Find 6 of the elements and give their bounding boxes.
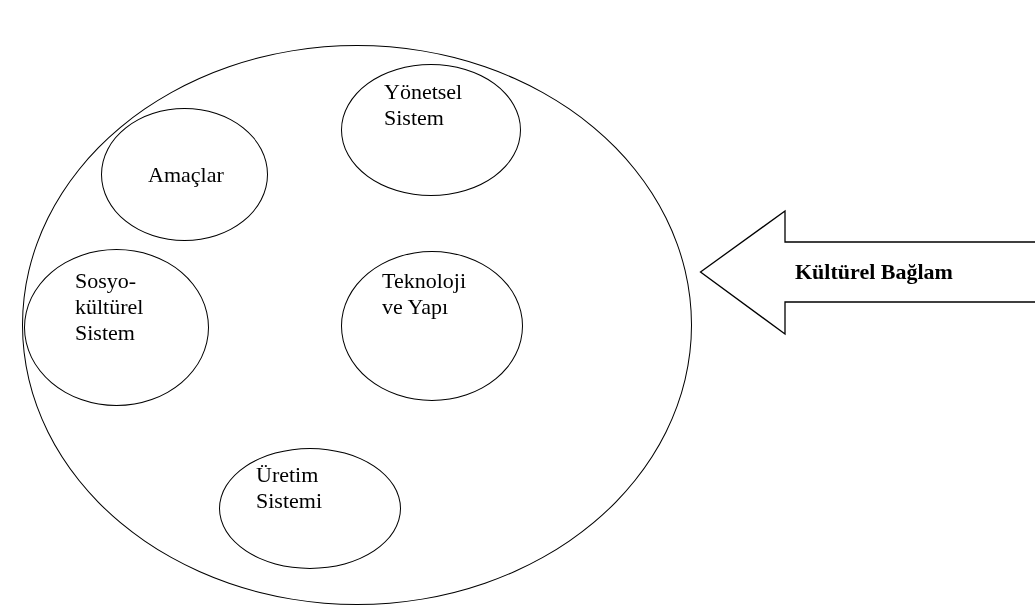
- ellipse-label: Üretim Sistemi: [256, 462, 323, 514]
- ellipse-label: Yönetsel Sistem: [384, 79, 464, 131]
- ellipse-label: Teknoloji ve Yapı: [382, 268, 467, 320]
- arrow-label: Kültürel Bağlam: [795, 259, 953, 285]
- ellipse-label: Amaçlar: [148, 162, 225, 188]
- ellipse-label: Sosyo- kültürel Sistem: [75, 268, 145, 346]
